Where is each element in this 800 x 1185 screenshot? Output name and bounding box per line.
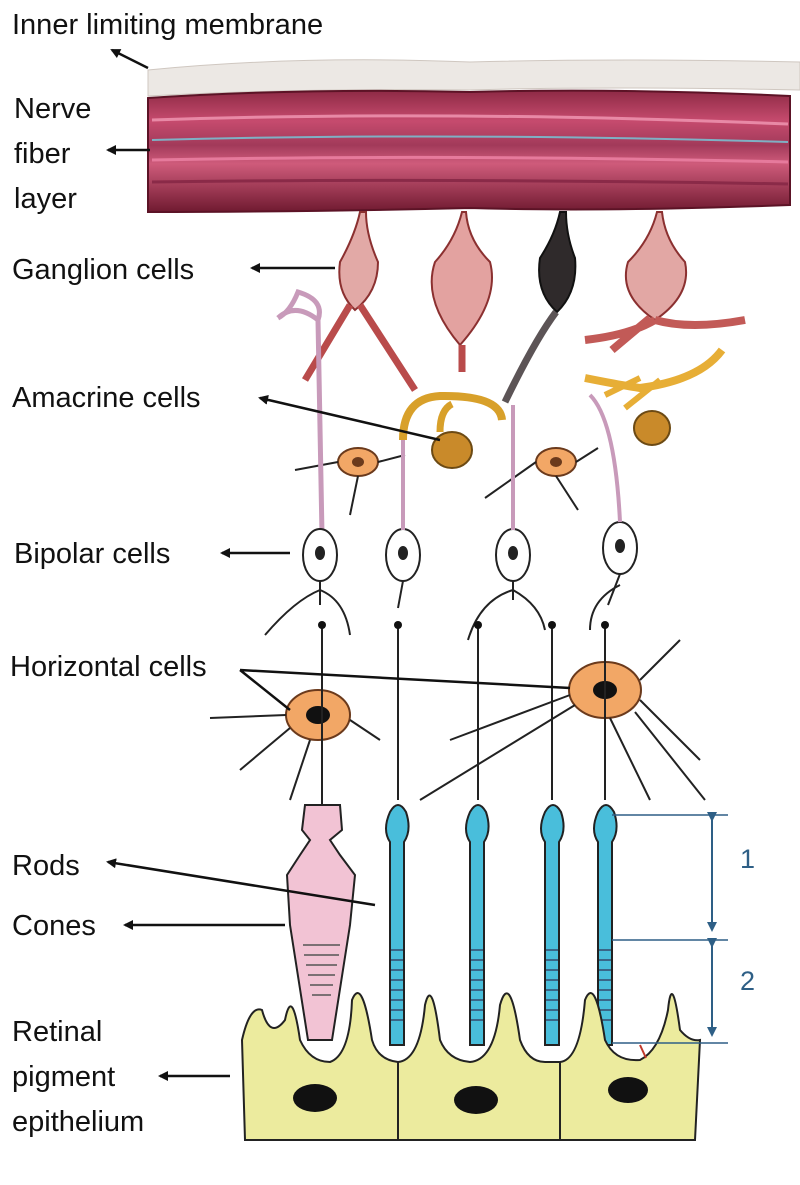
label-horizontal-cells: Horizontal cells bbox=[10, 651, 207, 683]
label-rpe-line-2: pigment bbox=[12, 1061, 115, 1093]
rod-photoreceptors bbox=[385, 804, 618, 1046]
nerve-fiber-layer bbox=[147, 89, 791, 214]
label-rpe-line-3: epithelium bbox=[12, 1106, 144, 1138]
inner-limiting-membrane bbox=[147, 59, 800, 97]
dimension-label-1: 1 bbox=[740, 844, 755, 874]
arrow-amacrine-cells bbox=[258, 394, 441, 442]
label-nerve-line-3: layer bbox=[14, 183, 77, 215]
dimension-label-2: 2 bbox=[740, 966, 755, 996]
label-nerve-line-1: Nerve bbox=[14, 93, 91, 125]
bipolar-cells bbox=[264, 288, 638, 641]
horizontal-cells bbox=[209, 639, 706, 801]
label-inner-limiting-membrane: Inner limiting membrane bbox=[12, 9, 323, 41]
arrow-horizontal-cells bbox=[239, 668, 571, 711]
dimension-markers: 1 2 bbox=[612, 812, 755, 1044]
leader-arrows bbox=[106, 48, 571, 1081]
photoreceptor-axons bbox=[318, 621, 609, 805]
label-nerve-line-2: fiber bbox=[14, 138, 71, 170]
cone-photoreceptor bbox=[285, 804, 357, 1041]
labels: Inner limiting membrane Nerve fiber laye… bbox=[10, 9, 323, 1138]
label-cones: Cones bbox=[12, 910, 96, 942]
arrow-inner-limiting-membrane bbox=[110, 48, 149, 70]
arrow-rods bbox=[106, 858, 376, 907]
amacrine-cells bbox=[399, 347, 726, 469]
interplexiform-cells bbox=[294, 447, 599, 516]
label-amacrine-cells: Amacrine cells bbox=[12, 382, 201, 414]
label-rpe-line-1: Retinal bbox=[12, 1016, 102, 1048]
label-bipolar-cells: Bipolar cells bbox=[14, 538, 170, 570]
ganglion-cells bbox=[301, 211, 746, 404]
retinal-pigment-epithelium bbox=[240, 992, 702, 1141]
label-ganglion-cells: Ganglion cells bbox=[12, 254, 194, 286]
label-rods: Rods bbox=[12, 850, 80, 882]
